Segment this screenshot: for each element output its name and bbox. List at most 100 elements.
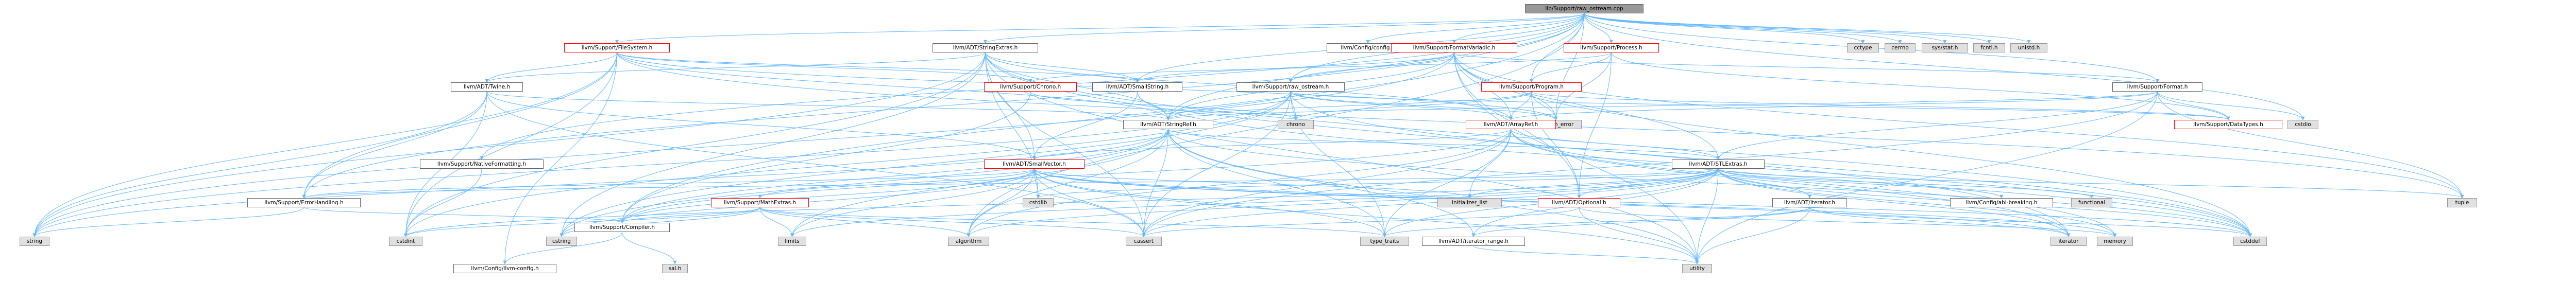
edge-stlextras-initializer_list bbox=[1468, 168, 1719, 199]
edge-arrayref-compiler bbox=[620, 129, 1511, 223]
edge-formath-datatypes bbox=[2157, 91, 2230, 120]
node-initializer_list: initializer_list bbox=[1437, 198, 1502, 207]
edge-arrayref-memory bbox=[1511, 129, 2117, 237]
edge-stlextras-memory bbox=[1718, 168, 2117, 237]
edge-smallvector-cassert bbox=[1034, 168, 1146, 237]
node-abibreaking[interactable]: llvm/Config/abi-breaking.h bbox=[1950, 198, 2053, 207]
edge-root-fcntl bbox=[1584, 13, 1991, 44]
edge-root-unistd bbox=[1584, 13, 2031, 44]
node-stringref[interactable]: llvm/ADT/StringRef.h bbox=[1123, 120, 1213, 129]
node-formatvariadic[interactable]: llvm/Support/FormatVariadic.h bbox=[1391, 43, 1517, 52]
node-memory: memory bbox=[2097, 237, 2133, 246]
edge-rawostreamh-arrayref bbox=[1290, 91, 1513, 120]
edge-mathextras-cassert bbox=[759, 207, 1146, 237]
edge-arrayref-stlextras bbox=[1511, 129, 1720, 160]
edge-program-system_error bbox=[1531, 91, 1558, 120]
node-cstdint: cstdint bbox=[389, 237, 422, 246]
node-stlextras[interactable]: llvm/ADT/STLExtras.h bbox=[1672, 159, 1765, 169]
node-sysstat: sys/stat.h bbox=[1922, 43, 1968, 52]
edge-formatvariadic-utility bbox=[1454, 52, 1699, 264]
node-functional: functional bbox=[2071, 198, 2112, 207]
node-process[interactable]: llvm/Support/Process.h bbox=[1564, 43, 1659, 52]
edge-iterator_range-utility bbox=[1473, 245, 1699, 264]
edge-nativeformatting-cstdint bbox=[404, 168, 482, 237]
edge-stringref-stlextras bbox=[1168, 129, 1720, 160]
edge-process-chronoh bbox=[1028, 52, 1612, 83]
edge-formath-stlextras bbox=[1716, 91, 2158, 160]
edge-root-process bbox=[1584, 13, 1613, 44]
edge-chronoh-compiler bbox=[620, 91, 1031, 223]
edge-stringref-iterator_range bbox=[1168, 129, 1476, 237]
edge-formath-arrayref bbox=[1509, 91, 2158, 120]
node-rawostreamh[interactable]: llvm/Support/raw_ostream.h bbox=[1236, 82, 1345, 92]
node-smallvector[interactable]: llvm/ADT/SmallVector.h bbox=[984, 159, 1084, 169]
edge-stlextras-cassert bbox=[1142, 168, 1719, 237]
edge-process-datatypes bbox=[1611, 52, 2230, 120]
edge-rawostreamh-cstring bbox=[560, 91, 1291, 237]
node-compiler[interactable]: llvm/Support/Compiler.h bbox=[574, 223, 670, 232]
edge-arrayref-cstddef bbox=[1511, 129, 2252, 237]
edge-optional-utility bbox=[1579, 207, 1699, 264]
edge-root-system_error bbox=[1554, 13, 1585, 120]
node-iterator: iterator bbox=[2050, 237, 2087, 246]
edge-smallvector-algorithm bbox=[967, 168, 1035, 237]
edge-formath-stringref bbox=[1166, 91, 2158, 120]
edge-smallvector-mathextras bbox=[758, 168, 1035, 199]
node-optional[interactable]: llvm/ADT/Optional.h bbox=[1538, 198, 1620, 207]
node-adtiterator[interactable]: llvm/ADT/iterator.h bbox=[1772, 198, 1847, 207]
node-stringextras[interactable]: llvm/ADT/StringExtras.h bbox=[933, 43, 1038, 52]
edge-errorhandling-string bbox=[32, 207, 304, 237]
node-errorhandling[interactable]: llvm/Support/ErrorHandling.h bbox=[247, 198, 361, 207]
node-program[interactable]: llvm/Support/Program.h bbox=[1481, 82, 1582, 92]
node-cstdlib: cstdlib bbox=[1023, 198, 1054, 207]
node-chronoh[interactable]: llvm/Support/Chrono.h bbox=[984, 82, 1077, 92]
edge-twine-stringref bbox=[486, 91, 1170, 120]
edge-smallvector-errorhandling bbox=[302, 168, 1035, 199]
edge-optional-cassert bbox=[1142, 207, 1580, 237]
edge-compiler-sal bbox=[622, 232, 677, 264]
edge-root-stringref bbox=[1166, 13, 1585, 120]
node-filesystem[interactable]: llvm/Support/FileSystem.h bbox=[564, 43, 670, 52]
edge-smallvector-compiler bbox=[620, 168, 1035, 223]
edge-stringref-cstring bbox=[560, 129, 1168, 237]
edge-root-sysstat bbox=[1584, 13, 1947, 44]
node-arrayref[interactable]: llvm/ADT/ArrayRef.h bbox=[1466, 120, 1556, 129]
node-cctype: cctype bbox=[1847, 43, 1879, 52]
edge-program-arrayref bbox=[1509, 91, 1532, 120]
node-mathextras[interactable]: llvm/Support/MathExtras.h bbox=[711, 198, 809, 207]
node-llvmconfig[interactable]: llvm/Config/llvm-config.h bbox=[453, 264, 556, 273]
edge-mathextras-cstdint bbox=[404, 207, 760, 237]
edge-adtiterator-iterator_range bbox=[1471, 207, 1810, 237]
node-smallstring[interactable]: llvm/ADT/SmallString.h bbox=[1092, 82, 1182, 92]
node-datatypes[interactable]: llvm/Support/DataTypes.h bbox=[2174, 120, 2282, 129]
node-iterator_range[interactable]: llvm/ADT/iterator_range.h bbox=[1422, 237, 1525, 246]
edge-process-optional bbox=[1577, 52, 1612, 199]
node-configh[interactable]: llvm/Config/config.h bbox=[1327, 43, 1409, 52]
node-cstring: cstring bbox=[546, 237, 577, 246]
edge-twine-smallvector bbox=[486, 91, 1036, 160]
node-root[interactable]: lib/Support/raw_ostream.cpp bbox=[1525, 4, 1643, 13]
node-fcntl: fcntl.h bbox=[1973, 43, 2005, 52]
edge-stringextras-string bbox=[32, 52, 986, 237]
edge-stringref-cstddef bbox=[1168, 129, 2252, 237]
edge-root-compiler bbox=[620, 13, 1585, 223]
node-nativeformatting[interactable]: llvm/Support/NativeFormatting.h bbox=[420, 159, 544, 169]
node-formath[interactable]: llvm/Support/Format.h bbox=[2112, 82, 2202, 92]
edge-process-system_error bbox=[1554, 52, 1612, 120]
node-limits: limits bbox=[778, 237, 806, 246]
edge-program-optional bbox=[1531, 91, 1581, 199]
edge-adtiterator-iterator bbox=[1809, 207, 2071, 237]
node-twine[interactable]: llvm/ADT/Twine.h bbox=[451, 82, 523, 92]
edge-formath-utility bbox=[1695, 91, 2158, 264]
edge-root-configh bbox=[1366, 13, 1585, 44]
edge-adtiterator-type_traits bbox=[1383, 207, 1810, 237]
edge-stlextras-cstdint bbox=[404, 168, 1719, 237]
edge-stlextras-iterator bbox=[1718, 168, 2071, 237]
edge-errorhandling-compiler bbox=[303, 207, 624, 223]
edge-rawostreamh-stringref bbox=[1166, 91, 1291, 120]
node-string: string bbox=[20, 237, 49, 246]
edge-formatvariadic-tuple bbox=[1454, 52, 2464, 199]
edge-stringextras-cstdint bbox=[404, 52, 986, 237]
